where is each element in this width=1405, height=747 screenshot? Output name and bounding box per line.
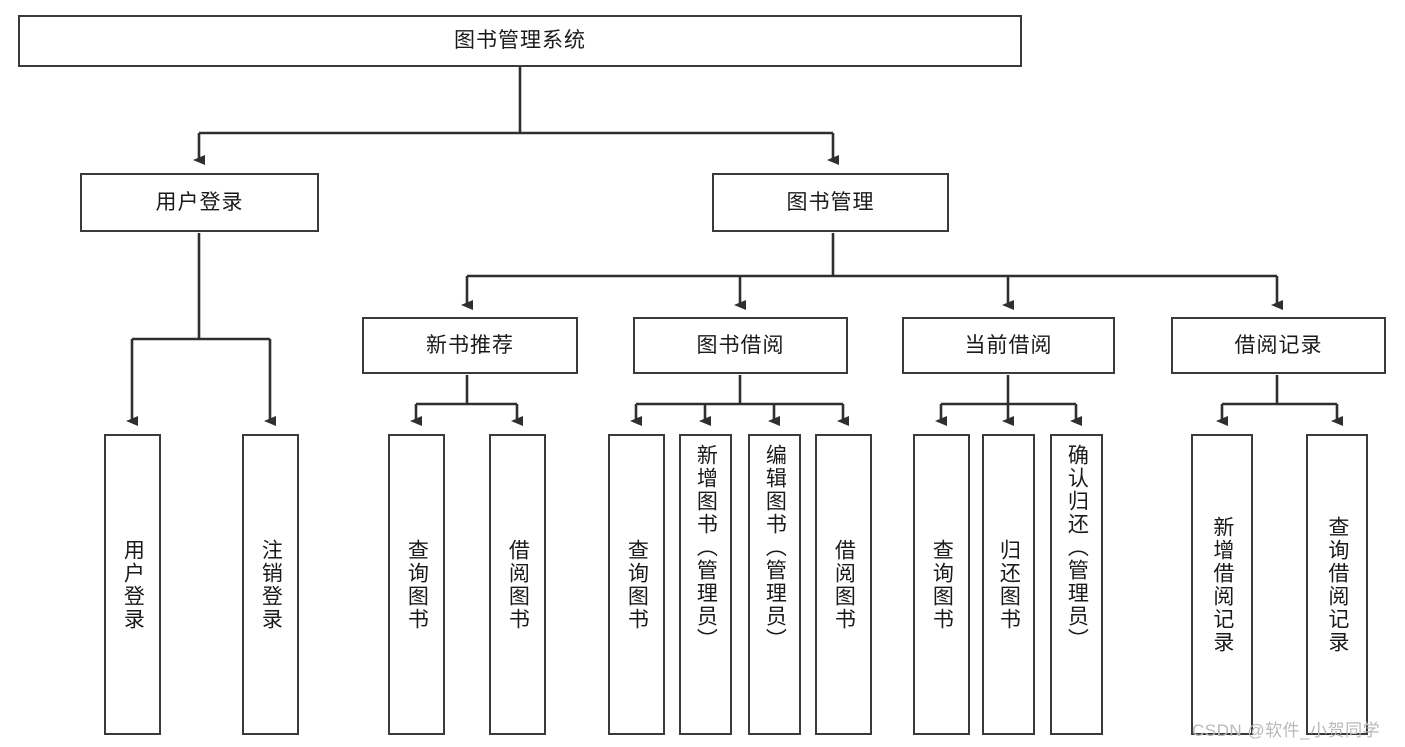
node-root-system[interactable]: 图书管理系统 [18,15,1022,67]
node-label: 新书推荐 [426,333,514,357]
node-label: 查询图书 [405,538,429,631]
leaf-bookborrow-borrow-book[interactable]: 借阅图书 [815,434,872,735]
node-book-borrow[interactable]: 图书借阅 [633,317,848,374]
leaf-borrowrecords-add-record[interactable]: 新增借阅记录 [1191,434,1253,735]
node-user-login[interactable]: 用户登录 [80,173,319,232]
node-label: 借阅记录 [1234,333,1323,357]
node-label: 当前借阅 [964,333,1053,357]
leaf-newbook-query-book[interactable]: 查询图书 [388,434,445,735]
leaf-user-login[interactable]: 用户登录 [104,434,161,735]
node-label: 用户登录 [121,538,145,631]
watermark-credit: CSDN @软件_小贺同学 [1192,721,1381,740]
node-new-book-recommend[interactable]: 新书推荐 [362,317,578,374]
node-label: 借阅图书 [506,538,530,631]
node-label: 查询借阅记录 [1325,515,1349,654]
node-label: 图书管理 [786,190,875,214]
node-book-management[interactable]: 图书管理 [712,173,949,232]
leaf-currentborrow-query-book[interactable]: 查询图书 [913,434,970,735]
leaf-currentborrow-confirm-return-admin[interactable]: 确认归还（管理员） [1050,434,1103,735]
node-label: 确认归还（管理员） [1065,444,1089,651]
node-label: 注销登录 [259,538,283,631]
leaf-newbook-borrow-book[interactable]: 借阅图书 [489,434,546,735]
node-label: 查询图书 [930,538,954,631]
node-label: 归还图书 [997,538,1021,631]
node-label: 编辑图书（管理员） [763,444,787,651]
node-label: 图书管理系统 [454,29,586,53]
leaf-borrowrecords-query-record[interactable]: 查询借阅记录 [1306,434,1368,735]
leaf-bookborrow-edit-book-admin[interactable]: 编辑图书（管理员） [748,434,801,735]
node-label: 查询图书 [625,538,649,631]
node-label: 新增借阅记录 [1210,515,1234,654]
leaf-bookborrow-query-book[interactable]: 查询图书 [608,434,665,735]
leaf-logout[interactable]: 注销登录 [242,434,299,735]
node-current-borrow[interactable]: 当前借阅 [902,317,1115,374]
node-label: 借阅图书 [832,538,856,631]
node-label: 用户登录 [155,190,244,214]
node-borrow-records[interactable]: 借阅记录 [1171,317,1386,374]
leaf-currentborrow-return-book[interactable]: 归还图书 [982,434,1035,735]
node-label: 图书借阅 [696,333,785,357]
node-label: 新增图书（管理员） [694,444,718,651]
leaf-bookborrow-add-book-admin[interactable]: 新增图书（管理员） [679,434,732,735]
